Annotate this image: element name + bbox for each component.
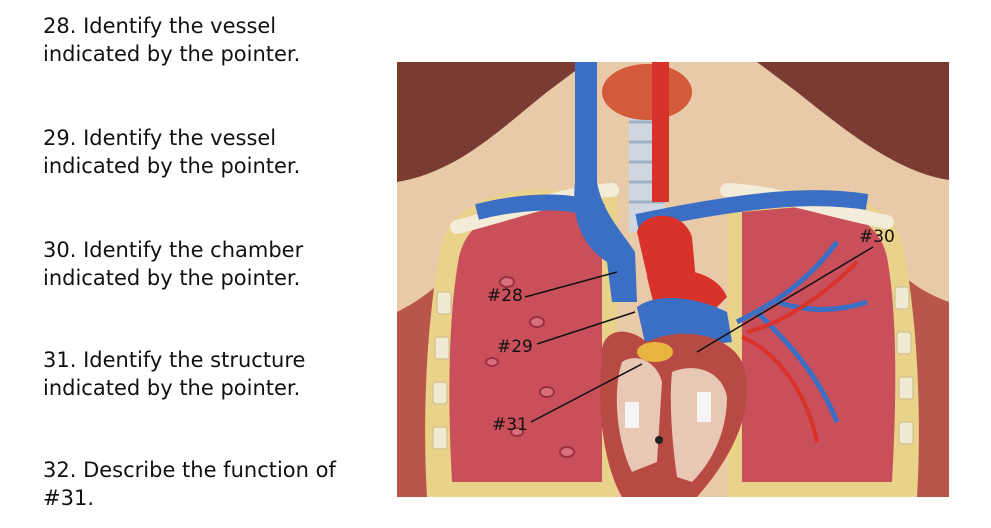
heart-lung-model-photo: #28 #29 #30 #31	[397, 62, 949, 497]
pointer-lines	[524, 246, 874, 423]
question-29: 29. Identify the vessel indicated by the…	[43, 124, 383, 180]
superior-vena-cava	[574, 62, 637, 302]
pulmonary-veins-right	[735, 240, 868, 423]
right-ventricle-interior	[616, 358, 662, 472]
question-30: 30. Identify the chamber indicated by th…	[43, 236, 383, 292]
lung-left	[449, 207, 602, 482]
anatomical-model-illustration: #28 #29 #30 #31	[397, 62, 949, 497]
question-32: 32. Describe the function of #31.	[43, 456, 383, 512]
question-28-line-1: 28. Identify the vessel	[43, 14, 277, 38]
pulmonary-arteries-right	[741, 260, 859, 443]
brachiocephalic-vein-left	[635, 190, 869, 230]
left-ventricle-interior	[670, 368, 727, 482]
valve-cusps	[625, 392, 711, 428]
question-31: 31. Identify the structure indicated by …	[43, 346, 383, 402]
pointer-30	[696, 246, 874, 353]
pointer-31	[530, 363, 643, 423]
brachiocephalic-vein-right	[475, 194, 606, 220]
label-28: #28	[487, 286, 523, 306]
pointer-28	[524, 271, 618, 298]
lung-left-vessel-sections	[485, 276, 575, 458]
question-32-line-1: 32. Describe the function of	[43, 458, 336, 482]
rib-segments	[432, 286, 914, 450]
thyroid	[602, 64, 692, 120]
question-31-line-1: 31. Identify the structure	[43, 348, 306, 372]
question-30-line-2: indicated by the pointer.	[43, 266, 301, 290]
label-30: #30	[859, 227, 895, 247]
question-28: 28. Identify the vessel indicated by the…	[43, 12, 383, 68]
question-30-line-1: 30. Identify the chamber	[43, 238, 304, 262]
heart-pin	[655, 436, 663, 444]
question-31-line-2: indicated by the pointer.	[43, 376, 301, 400]
carotid-artery	[652, 62, 669, 202]
question-29-line-2: indicated by the pointer.	[43, 154, 301, 178]
question-29-line-1: 29. Identify the vessel	[43, 126, 277, 150]
question-28-line-2: indicated by the pointer.	[43, 42, 301, 66]
label-31: #31	[492, 415, 528, 435]
label-29: #29	[497, 337, 533, 357]
pointer-29	[536, 311, 636, 345]
question-32-line-2: #31.	[43, 486, 94, 510]
aortic-valve-ring	[637, 342, 673, 362]
lung-right	[742, 207, 896, 482]
